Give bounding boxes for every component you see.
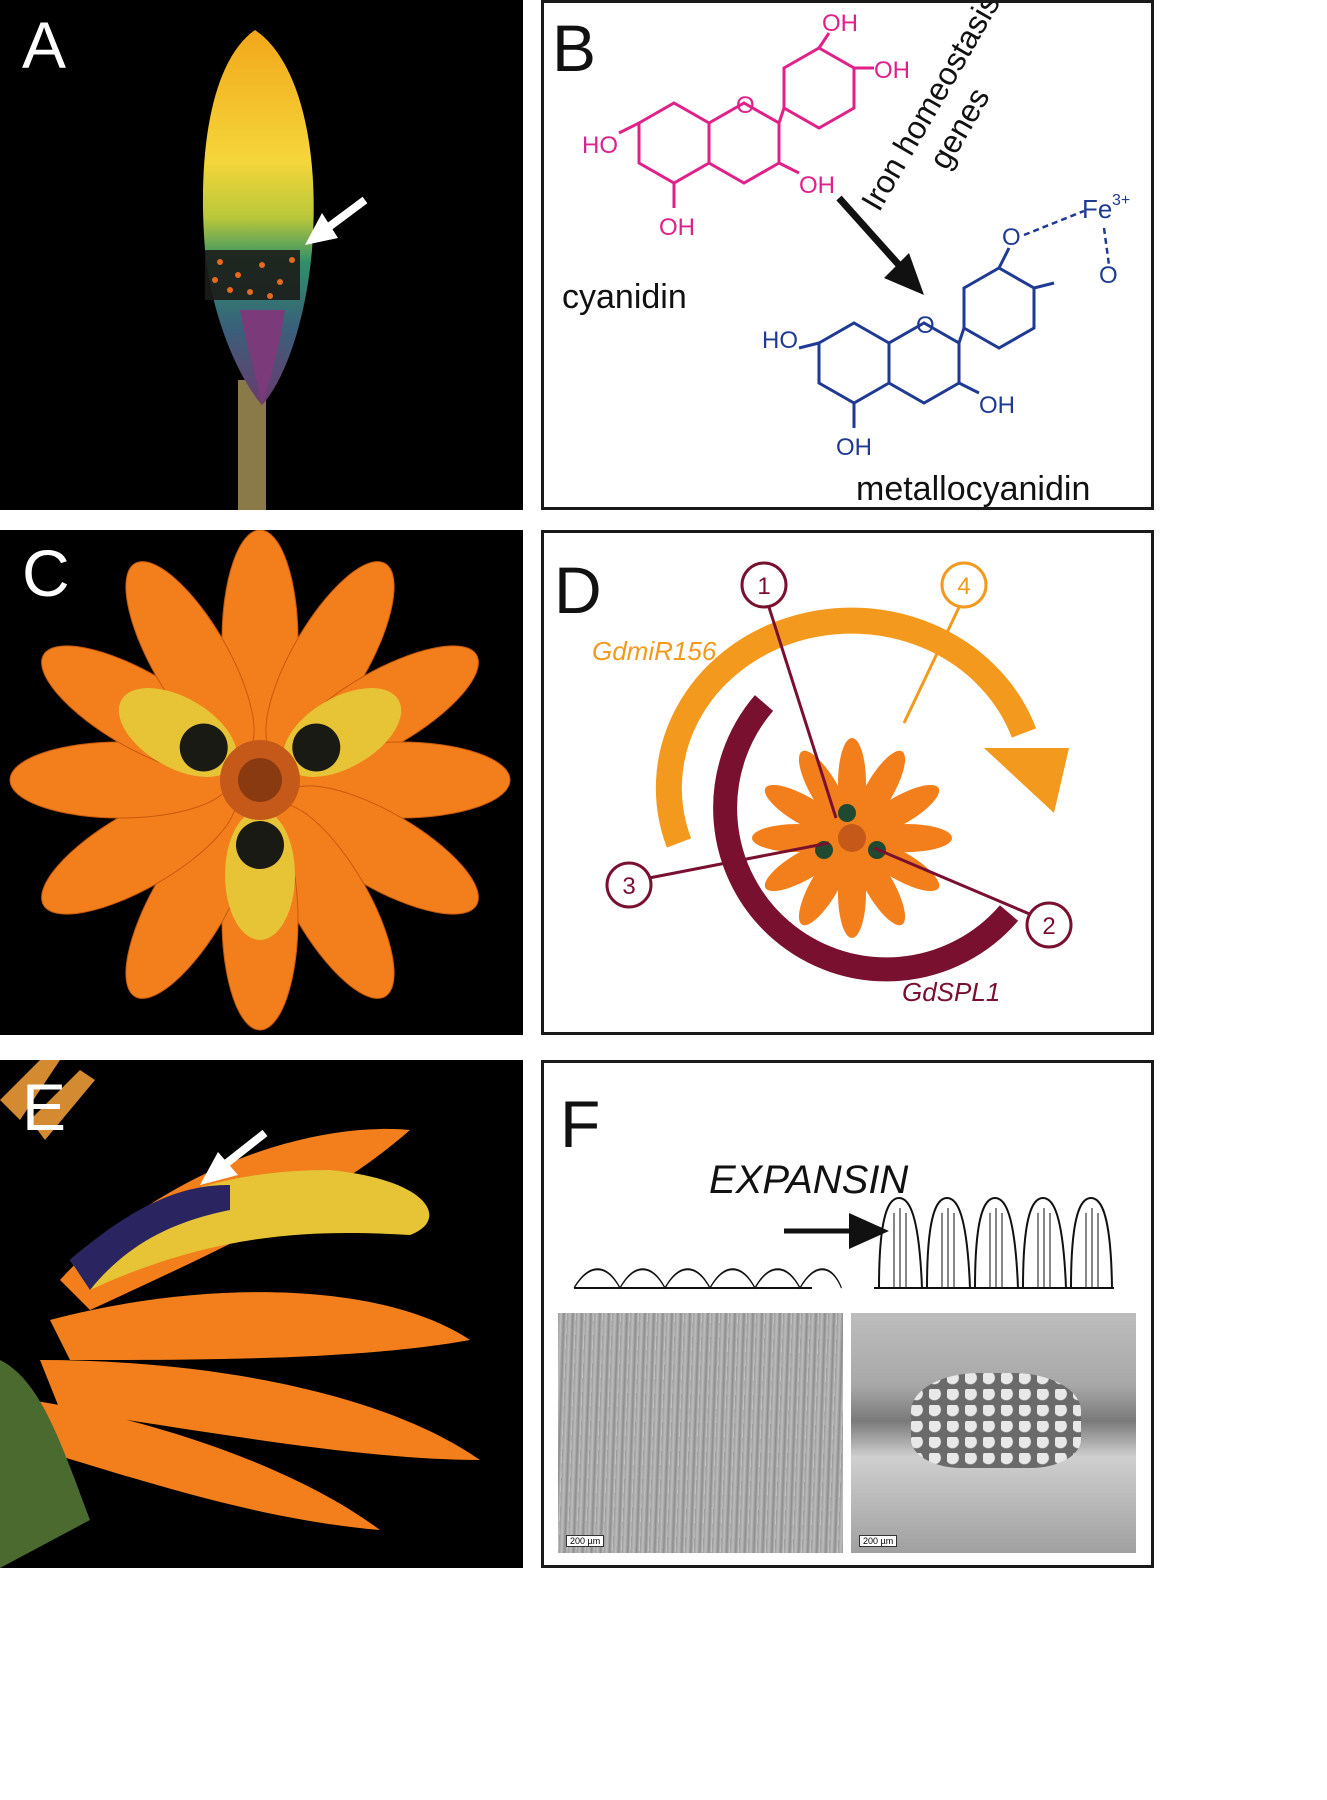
spl-arc [713, 695, 1019, 982]
metallo-ring-o: O [916, 312, 935, 339]
sem-image-conical-cells: 200 µm [851, 1313, 1136, 1553]
flower-petals [9, 530, 511, 1031]
reaction-label: Iron homeostasis genes [854, 3, 1007, 216]
panel-b-chemistry: B OH OH HO O OH OH cyanidin Iron homeost… [541, 0, 1154, 510]
mirna-label: GdmiR156 [592, 636, 717, 666]
scale-bar-right: 200 µm [859, 1535, 898, 1547]
svg-text:4: 4 [957, 573, 970, 600]
conical-cells-outline [874, 1196, 1114, 1289]
stage-callout-2: 2 [873, 846, 1073, 949]
panel-letter-a: A [22, 8, 67, 82]
metallocyanidin-name: metallocyanidin [856, 470, 1090, 508]
cyanidin-ho-left: HO [582, 132, 618, 159]
metallocyanidin-structure [798, 247, 1055, 428]
panel-d-diagram: D [541, 530, 1154, 1035]
scale-bar-left: 200 µm [566, 1535, 605, 1547]
sem-image-flat-cells: 200 µm [558, 1313, 843, 1553]
panel-f-diagram: F EXPANSIN 200 µm 200 µm [541, 1060, 1154, 1568]
cyanidin-ring-o: O [736, 92, 755, 119]
panel-letter-b: B [552, 11, 597, 85]
expansin-label: EXPANSIN [709, 1158, 908, 1202]
panel-c-photo: C [0, 530, 523, 1035]
cell-shape-diagram: EXPANSIN [573, 1158, 1114, 1290]
chemical-reaction-diagram: OH OH HO O OH OH cyanidin Iron homeostas… [562, 3, 1130, 508]
mini-flower [752, 738, 952, 938]
svg-text:2: 2 [1042, 913, 1055, 940]
metallo-o2: O [1099, 262, 1118, 289]
cyanidin-oh-top1: OH [822, 10, 858, 37]
panel-a-photo: A [0, 0, 523, 510]
stage-callout-4: 4 [902, 561, 988, 724]
stem-bracts [0, 1360, 90, 1568]
svg-text:3: 3 [622, 873, 635, 900]
conical-cell-ridges [893, 1208, 1099, 1288]
stage-callout-3: 3 [605, 841, 830, 909]
iron-coordination-bonds [1023, 209, 1111, 266]
spl-label: GdSPL1 [902, 977, 1000, 1007]
panel-letter-f: F [560, 1087, 601, 1161]
metallo-ho-left: HO [762, 327, 798, 354]
cyanidin-name: cyanidin [562, 278, 687, 316]
panel-letter-e: E [22, 1070, 67, 1144]
conical-cell-cluster [911, 1373, 1081, 1468]
expression-timeline-diagram: 1 4 3 2 GdmiR156 GdSPL1 [592, 561, 1073, 1007]
reaction-arrow [836, 195, 924, 295]
spotted-petal-side [70, 1170, 430, 1290]
cyanidin-oh-right: OH [799, 172, 835, 199]
stamens [0, 1060, 95, 1140]
svg-text:1: 1 [757, 573, 770, 600]
panel-e-photo: E [0, 1060, 523, 1568]
spotted-petals [118, 688, 402, 940]
metallo-fe: Fe [1082, 194, 1112, 224]
cyanidin-oh-bottom: OH [659, 214, 695, 241]
expansin-arrow [784, 1213, 889, 1249]
mirna-arc [655, 607, 1069, 848]
metallo-o1: O [1002, 224, 1021, 251]
metallo-fe-charge: 3+ [1112, 192, 1130, 209]
arrow-pointer-e [200, 1129, 268, 1185]
flower-bud-illustration [202, 30, 368, 510]
panel-letter-d: D [554, 553, 602, 627]
cyanidin-oh-top2: OH [874, 57, 910, 84]
side-flower-illustration [0, 1060, 480, 1568]
cyanidin-structure [618, 32, 874, 208]
metallo-oh-right: OH [979, 392, 1015, 419]
arrow-pointer-a [305, 196, 368, 245]
stage-callout-1: 1 [740, 561, 838, 819]
flat-cells-outline [573, 1268, 842, 1290]
panel-letter-c: C [22, 536, 70, 610]
metallo-oh-bottom: OH [836, 434, 872, 461]
flower-illustration [9, 530, 511, 1031]
